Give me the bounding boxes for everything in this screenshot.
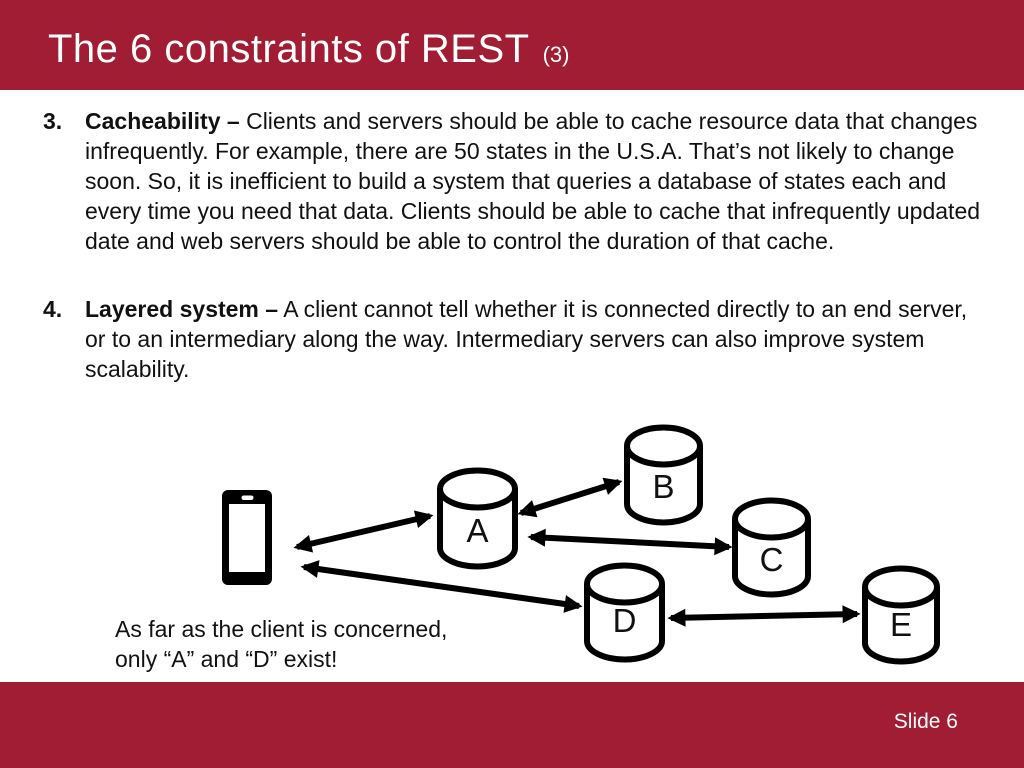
server-node-a: A <box>437 467 518 570</box>
slide-header-bar: The 6 constraints of REST (3) <box>0 0 1024 90</box>
bullet-number: 4. <box>43 296 63 322</box>
bullet-point-4: 4. Layered system – A client cannot tell… <box>43 294 985 384</box>
bullet-text: Cacheability – Clients and servers shoul… <box>85 106 985 256</box>
bullet-description: Clients and servers should be able to ca… <box>85 108 981 254</box>
arrow-d-e <box>667 605 861 627</box>
diagram-caption-line2: only “A” and “D” exist! <box>115 646 338 672</box>
bullet-description: A client cannot tell whether it is conne… <box>85 296 968 382</box>
slide-title-suffix: (3) <box>542 41 570 67</box>
slide-footer-bar: Slide 6 <box>0 682 1024 768</box>
arrow-client-d <box>300 560 583 613</box>
arrow-a-c <box>527 528 733 556</box>
server-node-b: B <box>624 424 703 526</box>
bullet-number: 3. <box>43 108 63 134</box>
node-label-b: B <box>652 468 674 505</box>
arrow-client-a <box>293 510 434 553</box>
bullet-point-3: 3. Cacheability – Clients and servers sh… <box>43 106 985 256</box>
server-node-d: D <box>584 562 665 663</box>
diagram-caption: As far as the client is concerned, only … <box>115 614 447 674</box>
arrow-a-b <box>517 477 623 518</box>
slide-title: The 6 constraints of REST <box>48 26 530 71</box>
bullet-text: Layered system – A client cannot tell wh… <box>85 294 985 384</box>
bullet-term: Cacheability – <box>85 108 240 134</box>
slide-number: Slide 6 <box>893 710 958 733</box>
smartphone-icon <box>222 490 272 585</box>
slide-body: 3. Cacheability – Clients and servers sh… <box>43 106 985 422</box>
node-label-e: E <box>890 606 912 643</box>
node-label-a: A <box>466 512 488 549</box>
node-label-c: C <box>760 541 784 578</box>
server-node-c: C <box>732 497 811 598</box>
diagram-caption-line1: As far as the client is concerned, <box>115 616 448 642</box>
slide-title-group: The 6 constraints of REST (3) <box>48 27 569 72</box>
bullet-term: Layered system – <box>85 296 279 322</box>
node-label-d: D <box>613 602 637 639</box>
server-node-e: E <box>862 565 940 665</box>
